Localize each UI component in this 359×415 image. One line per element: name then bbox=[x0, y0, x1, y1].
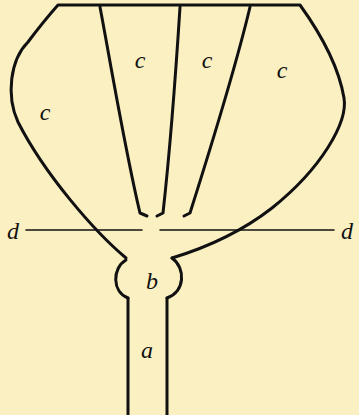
leader-label: d bbox=[339, 219, 355, 243]
lobe-label: c bbox=[275, 58, 290, 82]
leader-label: d bbox=[5, 219, 21, 243]
leader-line bbox=[26, 229, 334, 231]
bulb-outline bbox=[116, 258, 182, 298]
bulb-label: b bbox=[144, 269, 160, 293]
lobe-label: c bbox=[38, 100, 53, 124]
lobe-label: c bbox=[200, 48, 215, 72]
stem-outline bbox=[128, 298, 167, 415]
lobe-label: c bbox=[133, 48, 148, 72]
stem-label: a bbox=[139, 338, 155, 362]
fan-outline bbox=[11, 5, 344, 258]
lobe-divider bbox=[100, 7, 147, 216]
lobe-divider bbox=[157, 7, 180, 216]
lobe-divider bbox=[184, 7, 250, 216]
